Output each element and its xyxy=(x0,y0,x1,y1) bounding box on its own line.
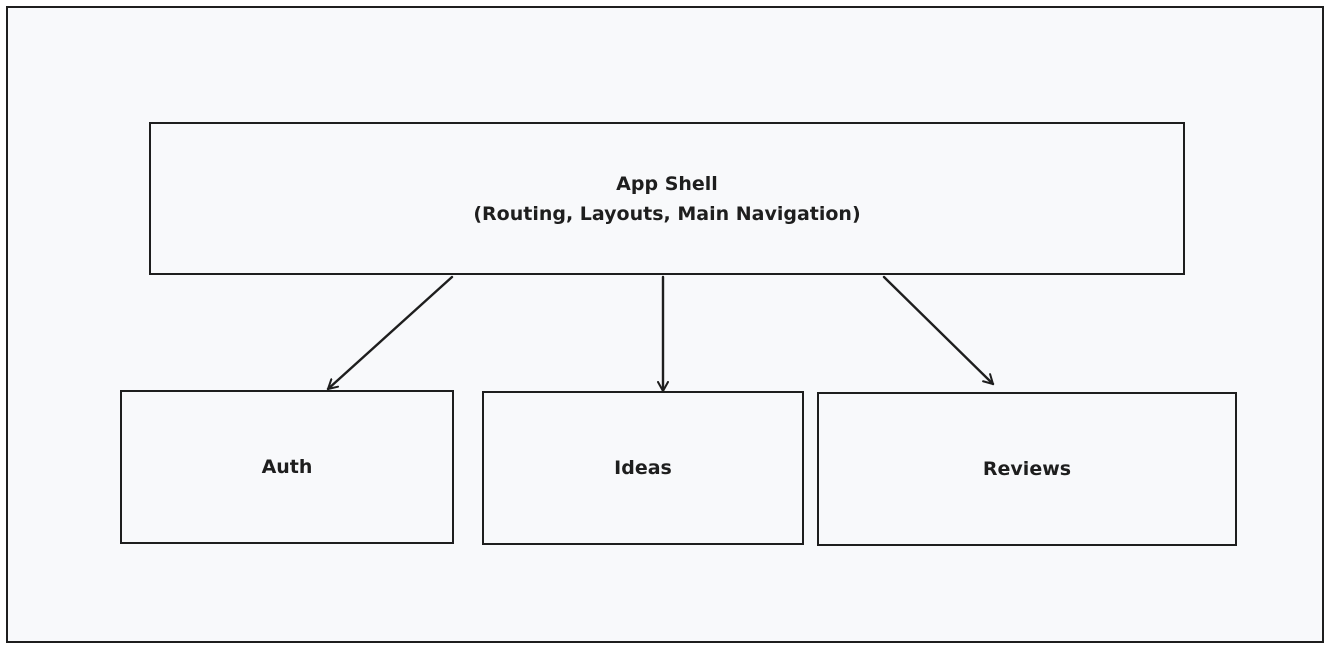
node-reviews[interactable]: Reviews xyxy=(817,392,1237,546)
node-auth-label: Auth xyxy=(261,456,313,478)
diagram-frame xyxy=(6,6,1324,643)
node-app-shell-title: App Shell xyxy=(616,172,718,195)
node-auth[interactable]: Auth xyxy=(120,390,454,544)
node-ideas-label: Ideas xyxy=(614,457,672,479)
node-reviews-label: Reviews xyxy=(982,458,1072,480)
node-app-shell[interactable]: App Shell (Routing, Layouts, Main Naviga… xyxy=(149,122,1185,275)
node-ideas[interactable]: Ideas xyxy=(482,391,804,545)
node-app-shell-subtitle: (Routing, Layouts, Main Navigation) xyxy=(473,202,861,225)
